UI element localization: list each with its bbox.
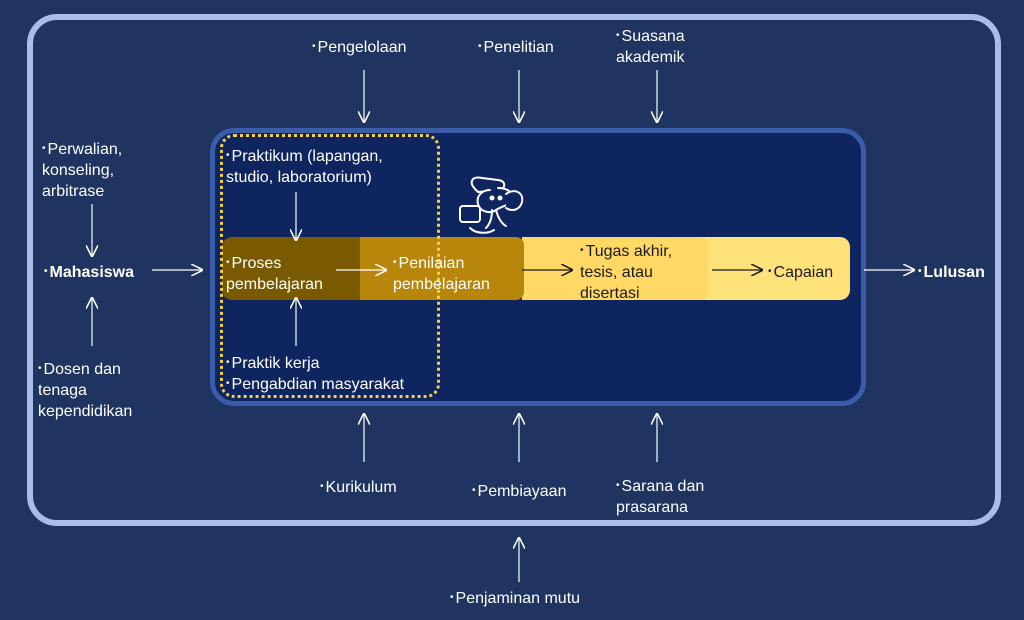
label-pengelolaan: •Pengelolaan [312,39,407,56]
stage-proses-pembelajaran: •Proses pembelajaran [226,255,323,293]
label-suasana-akademik: •Suasana akademik [616,28,685,66]
stage-tugas-akhir: •Tugas akhir, tesis, atau disertasi [580,243,673,302]
stage-capaian: •Capaian [768,264,834,281]
label-sarana-prasarana: •Sarana dan prasarana [616,478,705,516]
label-perwalian: •Perwalian, konseling, arbitrase [42,141,123,200]
label-mahasiswa: •Mahasiswa [44,264,134,281]
stage-penilaian-pembelajaran: •Penilaian pembelajaran [393,255,490,293]
learning-activities-group [220,134,440,398]
label-pengabdian: •Pengabdian masyarakat [226,376,405,393]
label-lulusan: •Lulusan [918,264,985,281]
label-kurikulum: •Kurikulum [320,479,397,496]
stage-band-assessment [360,237,524,300]
label-penjaminan-mutu: •Penjaminan mutu [450,590,581,607]
stage-band-final-project [522,237,708,300]
label-praktikum: •Praktikum (lapangan, studio, laboratori… [226,148,383,186]
elephant-mascot-icon [459,176,524,234]
label-pembiayaan: •Pembiayaan [472,483,567,500]
label-praktik-kerja: •Praktik kerja [226,355,320,372]
label-penelitian: •Penelitian [478,39,554,56]
stage-band-learning [222,237,362,300]
label-dosen: •Dosen dan tenaga kependidikan [38,361,133,420]
